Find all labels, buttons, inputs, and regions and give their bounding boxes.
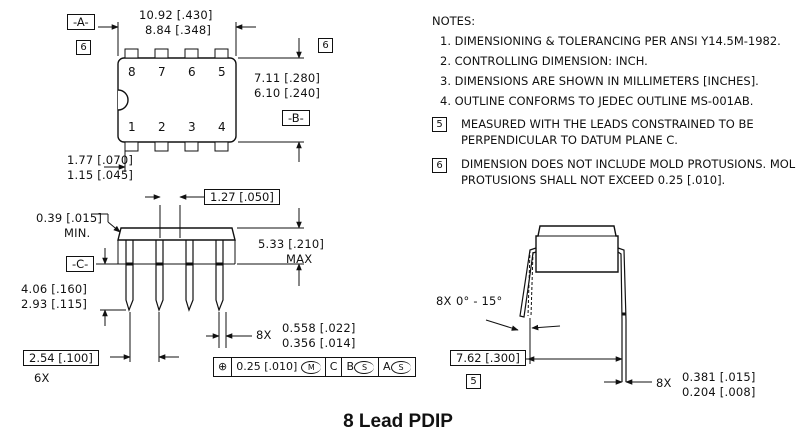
pin-label-7: 7	[158, 65, 166, 79]
note-6-flag: 6	[432, 158, 447, 173]
height-max-label: MAX	[286, 252, 313, 266]
row-spacing-dim: 7.62 [.300]	[450, 350, 526, 366]
side-view-body	[117, 227, 236, 241]
body-length-min: 8.84 [.348]	[145, 23, 212, 37]
lead-angle-count: 8X	[436, 294, 452, 308]
note-5-line-2: PERPENDICULAR TO DATUM PLANE C.	[461, 133, 678, 147]
lead-width-min: 0.356 [.014]	[282, 336, 356, 350]
pin-label-3: 3	[188, 120, 196, 134]
body-length-max: 10.92 [.430]	[139, 8, 213, 22]
position-symbol: ⊕	[214, 358, 233, 376]
note-5-line-1: MEASURED WITH THE LEADS CONSTRAINED TO B…	[461, 117, 754, 131]
datum-b-label: -B-	[282, 110, 310, 126]
height-dim: 5.33 [.210]	[258, 237, 325, 251]
seating-dim: 0.39 [.015]	[36, 211, 103, 225]
notes-title: NOTES:	[432, 14, 476, 28]
note-6-flag-top-right: 6	[318, 38, 333, 53]
note-1: 1. DIMENSIONING & TOLERANCING PER ANSI Y…	[440, 34, 781, 48]
side-view-leads	[125, 240, 224, 312]
lead-length-max: 4.06 [.160]	[21, 282, 88, 296]
note-4: 4. OUTLINE CONFORMS TO JEDEC OUTLINE MS-…	[440, 94, 754, 108]
lead-length-min: 2.93 [.115]	[21, 297, 88, 311]
end-dim-max: 1.77 [.070]	[67, 153, 134, 167]
note-2: 2. CONTROLLING DIMENSION: INCH.	[440, 54, 648, 68]
pitch-count: 6X	[34, 371, 50, 385]
note-3: 3. DIMENSIONS ARE SHOWN IN MILLIMETERS […	[440, 74, 759, 88]
datum-a-label: -A-	[67, 14, 95, 30]
pitch-dim: 2.54 [.100]	[23, 350, 99, 366]
note-5-flag: 5	[432, 117, 447, 132]
package-caption: 8 Lead PDIP	[343, 411, 453, 432]
note-6-flag-top-left: 6	[76, 40, 91, 55]
pin-label-6: 6	[188, 65, 196, 79]
body-width-max: 7.11 [.280]	[254, 71, 321, 85]
body-width-min: 6.10 [.240]	[254, 86, 321, 100]
note-6-line-2: PROTUSIONS SHALL NOT EXCEED 0.25 [.010].	[461, 173, 726, 187]
fcf-tolerance: 0.25 [.010] M	[232, 358, 326, 376]
pin-label-2: 2	[158, 120, 166, 134]
lead-thickness-count: 8X	[656, 376, 672, 390]
note-5-flag-end-view: 5	[466, 374, 481, 389]
fcf-rfs-modifier-b: S	[354, 360, 375, 374]
lead-width-count: 8X	[256, 328, 272, 342]
pin-label-8: 8	[128, 65, 136, 79]
end-dim-min: 1.15 [.045]	[67, 168, 134, 182]
end-view-body	[535, 225, 619, 273]
pin-label-1: 1	[128, 120, 136, 134]
lead-width-max: 0.558 [.022]	[282, 321, 356, 335]
end-view	[485, 225, 652, 385]
fcf-mmc-modifier: M	[300, 360, 321, 374]
pin-label-4: 4	[218, 120, 226, 134]
datum-c-label: -C-	[66, 256, 95, 272]
lead-thickness-min: 0.204 [.008]	[682, 385, 756, 399]
seating-min-label: MIN.	[64, 226, 91, 240]
pin-label-5: 5	[218, 65, 226, 79]
fcf-rfs-modifier-a: S	[390, 360, 411, 374]
pin1-notch	[117, 89, 129, 111]
lead-angle: 0° - 15°	[456, 294, 503, 308]
top-view	[98, 22, 304, 172]
lead-thickness-max: 0.381 [.015]	[682, 370, 756, 384]
half-pitch-dim: 1.27 [.050]	[204, 189, 280, 205]
note-6-line-1: DIMENSION DOES NOT INCLUDE MOLD PROTUSIO…	[461, 157, 796, 171]
fcf-datum-1: C	[326, 358, 343, 376]
side-view	[92, 194, 304, 362]
